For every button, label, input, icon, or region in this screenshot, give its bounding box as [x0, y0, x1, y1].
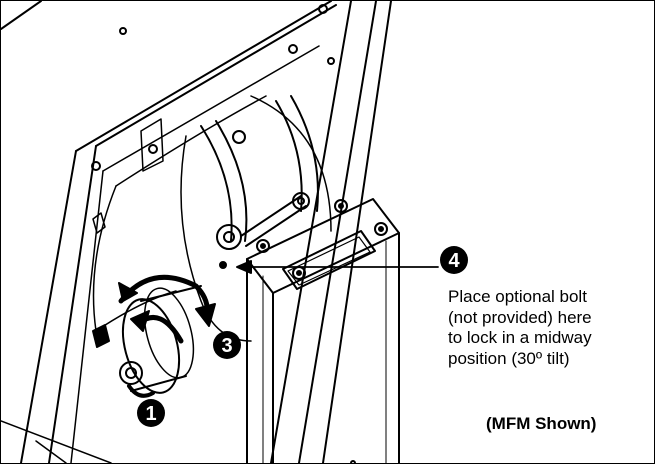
hinge-rod: [240, 192, 310, 247]
tilt-brackets: [180, 95, 332, 342]
bolt-note-line-1: Place optional bolt: [448, 287, 587, 306]
tension-knob: [121, 285, 202, 394]
callout-1: 1: [137, 399, 165, 427]
rotation-arrows: [118, 274, 216, 398]
pivot-bolts: [119, 130, 246, 385]
callout-4: 4: [440, 246, 468, 274]
vertical-post: [246, 198, 400, 463]
bolt-note-line-4: position (30º tilt): [448, 348, 570, 368]
callout-3-number: 3: [221, 335, 232, 357]
bolt-note: Place optional bolt (not provided) here …: [448, 287, 653, 369]
bolt-note-line-2: (not provided) here: [448, 307, 592, 327]
callout-1-number: 1: [145, 403, 156, 425]
mount-frame: [1, 1, 392, 463]
model-caption: (MFM Shown): [486, 414, 597, 433]
callout-3: 3: [213, 331, 241, 359]
callout-4-leader: [236, 260, 439, 274]
bolt-note-line-3: to lock in a midway: [448, 328, 592, 347]
callout-4-number: 4: [448, 250, 460, 272]
